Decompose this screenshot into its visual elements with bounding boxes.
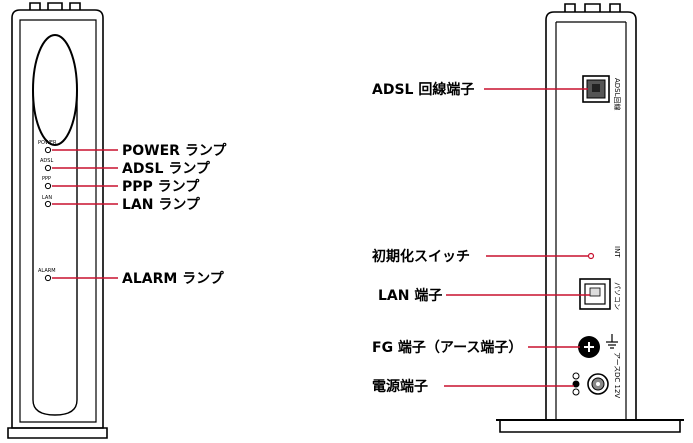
callout-alarm-lamp: ALARM ランプ xyxy=(122,271,225,287)
led-label-power: POWER xyxy=(38,140,57,146)
panel-label-dc: DC 12V xyxy=(613,372,621,398)
led-label-adsl: ADSL xyxy=(40,158,53,164)
callout-power-port: 電源端子 xyxy=(372,378,428,395)
front-body-outline xyxy=(11,9,104,429)
panel-label-pc: パソコン xyxy=(613,282,621,310)
earth-symbol-icon xyxy=(606,334,618,349)
led-label-alarm: ALARM xyxy=(38,268,56,274)
panel-label-int: INT xyxy=(613,246,621,258)
callout-power-lamp: POWER ランプ xyxy=(122,143,227,159)
dc-power-jack xyxy=(587,373,609,395)
back-panel-labels: ADSL回線 INT パソコン アース DC 12V xyxy=(613,78,622,398)
polarity-symbol-icon xyxy=(572,372,580,396)
callout-adsl-port: ADSL 回線端子 xyxy=(372,81,474,98)
front-led-labels: POWER ADSL PPP LAN ALARM xyxy=(38,140,57,274)
led-power xyxy=(44,146,52,154)
front-leader-lines xyxy=(52,149,118,279)
callout-adsl-lamp: ADSL ランプ xyxy=(122,161,211,177)
callout-lan-port: LAN 端子 xyxy=(378,287,442,304)
front-panel-groove xyxy=(32,90,78,416)
panel-label-earth: アース xyxy=(613,352,621,372)
back-view xyxy=(496,3,684,433)
front-base xyxy=(7,427,108,439)
back-callouts: ADSL 回線端子 初期化スイッチ LAN 端子 FG 端子（アース端子） 電源… xyxy=(372,81,522,395)
front-view xyxy=(7,2,108,439)
callout-init-switch: 初期化スイッチ xyxy=(372,248,470,265)
front-callouts: POWER ランプ ADSL ランプ PPP ランプ LAN ランプ ALARM… xyxy=(122,143,227,287)
back-body-outline xyxy=(545,11,637,421)
led-label-lan: LAN xyxy=(42,195,52,201)
callout-ppp-lamp: PPP ランプ xyxy=(122,179,200,195)
front-top-vents xyxy=(29,2,81,10)
init-switch-hole xyxy=(587,252,595,260)
front-leds xyxy=(44,146,52,282)
back-stand xyxy=(499,419,681,433)
led-label-ppp: PPP xyxy=(42,176,51,182)
led-lan xyxy=(44,200,52,208)
back-leader-lines xyxy=(444,88,590,387)
callout-fg-port: FG 端子（アース端子） xyxy=(372,339,522,356)
led-ppp xyxy=(44,182,52,190)
back-top-vents xyxy=(564,3,621,12)
callout-lan-lamp: LAN ランプ xyxy=(122,197,201,213)
front-oval-window xyxy=(32,34,78,146)
led-adsl xyxy=(44,164,52,172)
panel-label-adsl: ADSL回線 xyxy=(613,78,622,111)
lan-port xyxy=(579,278,611,310)
fg-terminal xyxy=(578,336,600,358)
front-inner-panel xyxy=(19,19,97,423)
led-alarm xyxy=(44,274,52,282)
